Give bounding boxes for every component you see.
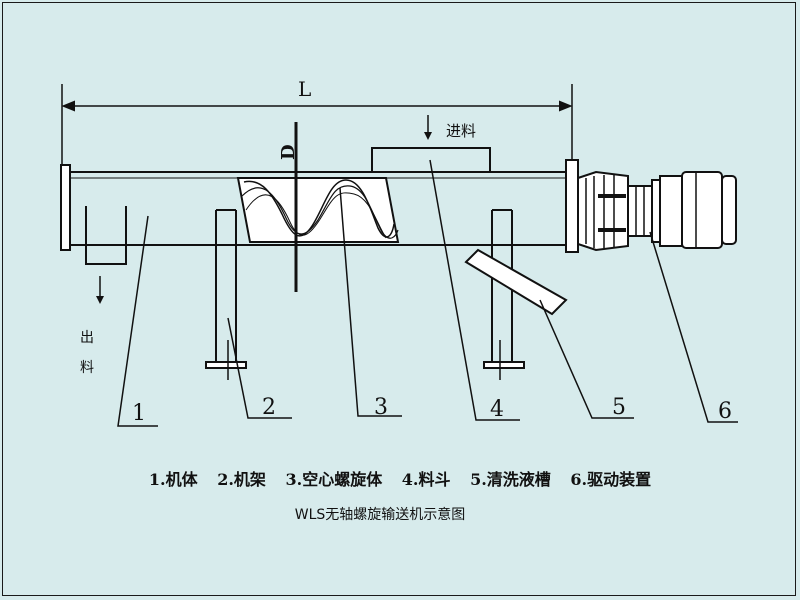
leader-lines (117, 159, 738, 427)
drive-device (577, 170, 737, 252)
drive-flange (565, 159, 579, 253)
outlet-label-2: 料 (80, 360, 94, 376)
part-number-6: 6 (718, 399, 732, 424)
frame-support-left (205, 209, 247, 380)
hollow-spiral (236, 177, 400, 243)
length-dimension (61, 84, 573, 170)
legend-item-frame: 2.机架 (217, 470, 266, 489)
outlet-label-1: 出 (80, 330, 94, 346)
part-number-4: 4 (490, 397, 504, 422)
part-number-2: 2 (262, 395, 276, 420)
frame-support-right (483, 209, 525, 380)
legend-item-body: 1.机体 (148, 470, 198, 489)
length-label: L (298, 77, 311, 101)
legend-item-drive: 6.驱动装置 (570, 470, 652, 489)
inlet-label: 进料 (446, 122, 476, 140)
part-number-1: 1 (132, 401, 146, 426)
wash-trough (464, 248, 568, 316)
hopper (371, 147, 491, 173)
diameter-label: D (278, 144, 299, 160)
legend-item-hopper: 4.料斗 (401, 470, 451, 489)
legend-item-trough: 5.清洗液槽 (470, 470, 551, 489)
part-number-5: 5 (612, 395, 626, 420)
diagram-caption: WLS无轴螺旋输送机示意图 (294, 507, 466, 523)
legend-item-spiral: 3.空心螺旋体 (285, 470, 383, 489)
parts-legend: 1.机体 2.机架 3.空心螺旋体 4.料斗 5.清洗液槽 6.驱动装置 (0, 466, 800, 490)
part-number-3: 3 (374, 395, 388, 420)
